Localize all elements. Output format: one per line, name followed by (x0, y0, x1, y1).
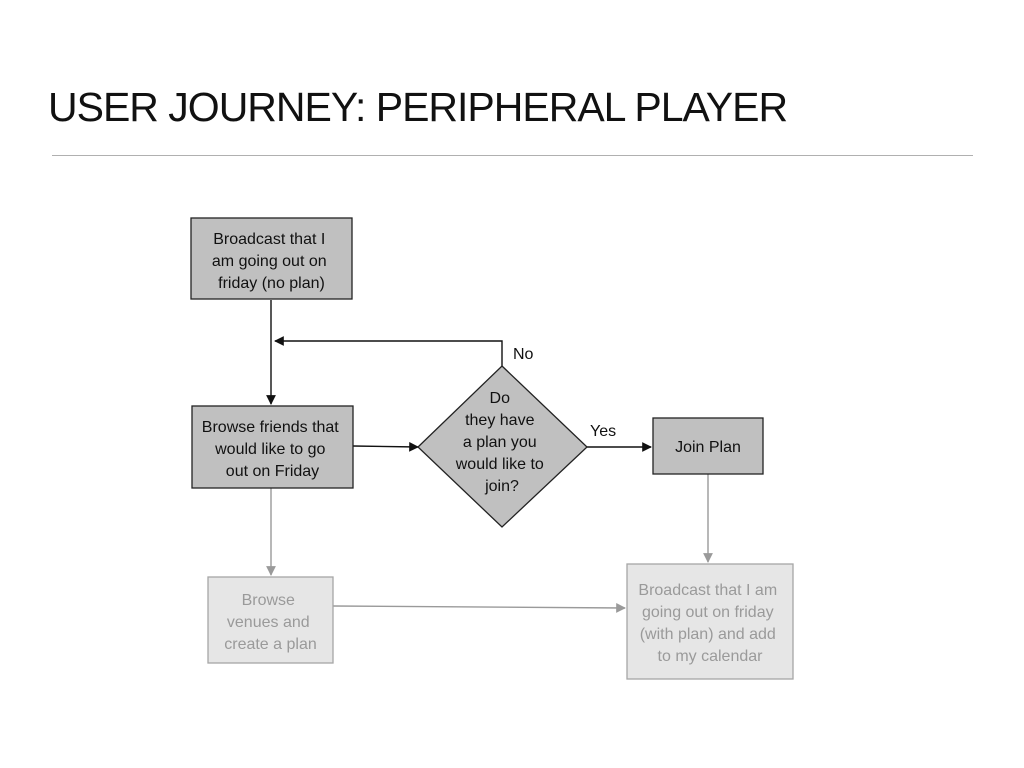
node-line: (with plan) and add (640, 626, 776, 643)
node-line: Broadcast that I am (638, 582, 777, 599)
node-broadcast-no-plan-text: Broadcast that I am going out on friday … (212, 231, 331, 292)
node-line: join? (484, 478, 519, 495)
edge-label-no: No (513, 346, 534, 363)
node-line: would like to go (214, 441, 325, 458)
node-join-plan: Join Plan (652, 417, 764, 475)
node-browse-friends-text: Browse friends that would like to go out… (202, 419, 343, 480)
node-broadcast-no-plan: Broadcast that I am going out on friday … (190, 217, 353, 300)
edge-label-yes: Yes (590, 423, 616, 440)
node-line: they have (465, 412, 534, 429)
edge-venues-to-broadcast (332, 603, 626, 613)
node-browse-venues-text: Browse venues and create a plan (224, 592, 317, 653)
node-broadcast-with-plan: Broadcast that I am going out on friday … (626, 563, 794, 680)
node-line: create a plan (224, 636, 317, 653)
node-line: to my calendar (658, 648, 764, 665)
node-line: out on Friday (226, 463, 319, 480)
node-line: a plan you (463, 434, 537, 451)
node-line: friday (no plan) (218, 275, 325, 292)
node-line: Join Plan (675, 439, 741, 456)
node-line: going out on friday (642, 604, 774, 621)
title-divider (52, 155, 973, 156)
edge-no-loop (274, 336, 503, 366)
node-line: Browse friends that (202, 419, 340, 436)
node-line: Do (490, 390, 511, 407)
node-decision-text: Do they have a plan you would like to jo… (455, 390, 549, 495)
node-browse-friends: Browse friends that would like to go out… (191, 405, 354, 489)
node-line: Broadcast that I (213, 231, 325, 248)
slide-title: USER JOURNEY: PERIPHERAL PLAYER (48, 84, 788, 130)
node-join-plan-text: Join Plan (675, 439, 741, 456)
node-line: am going out on (212, 253, 327, 270)
node-line: venues and (227, 614, 310, 631)
node-line: would like to (455, 456, 544, 473)
node-broadcast-with-plan-text: Broadcast that I am going out on friday … (638, 582, 781, 665)
edge-browse-to-decision (352, 441, 419, 452)
node-browse-venues: Browse venues and create a plan (207, 576, 334, 664)
node-decision: Do they have a plan you would like to jo… (417, 365, 588, 528)
node-line: Browse (242, 592, 295, 609)
